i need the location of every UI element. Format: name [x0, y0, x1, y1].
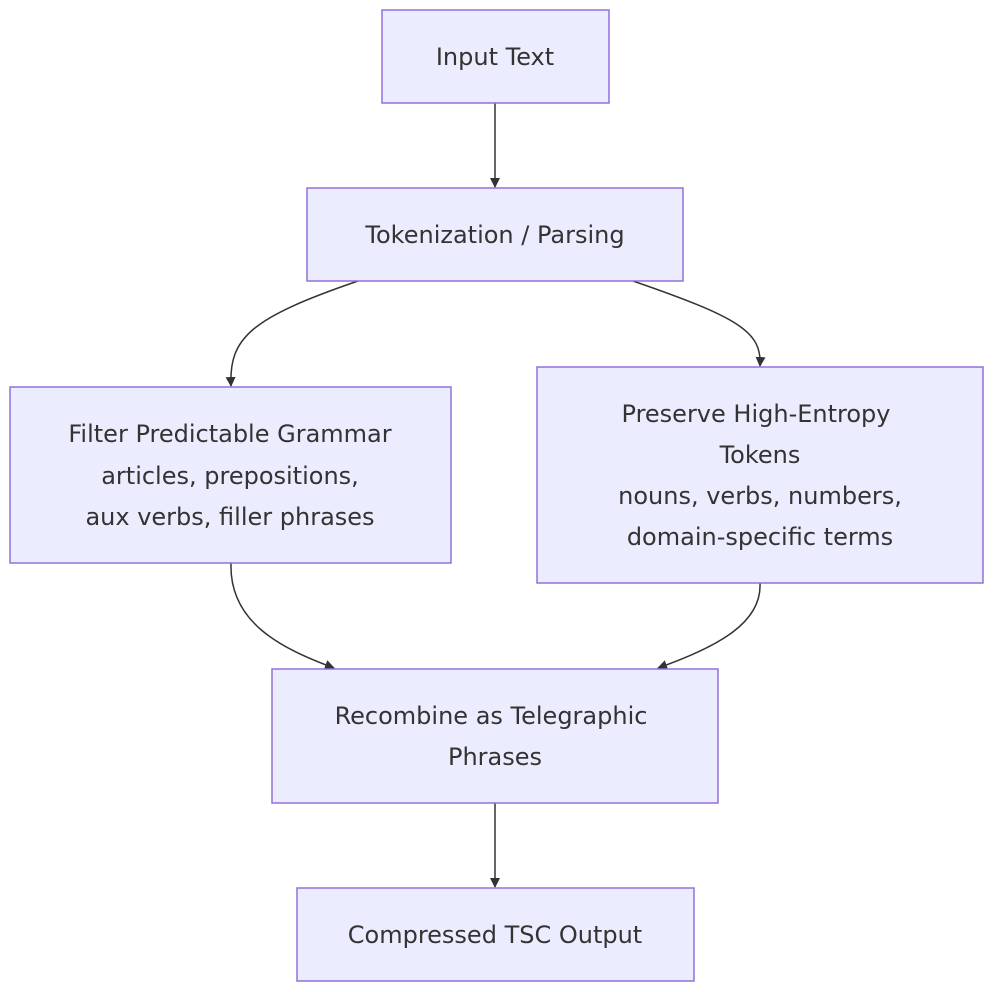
- node-preserve-title-line-1: Preserve High-Entropy: [622, 400, 891, 428]
- node-input-text: Input Text: [381, 9, 610, 104]
- node-preserve-high-entropy-tokens: Preserve High-Entropy Tokens nouns, verb…: [536, 366, 984, 584]
- edge-tokenize-to-filter: [225, 280, 359, 387]
- node-compressed-tsc-output-label: Compressed TSC Output: [348, 921, 642, 949]
- node-preserve-detail-line-1: nouns, verbs, numbers,: [618, 482, 902, 510]
- node-filter-detail-line-1: articles, prepositions,: [101, 462, 359, 490]
- edge-preserve-to-recombine: [657, 582, 761, 670]
- node-tokenization-parsing-label: Tokenization / Parsing: [364, 221, 624, 249]
- node-preserve-title-line-2: Tokens: [719, 441, 801, 469]
- node-recombine-label-line-1: Recombine as Telegraphic: [335, 702, 648, 730]
- node-filter-detail-line-2: aux verbs, filler phrases: [85, 503, 374, 531]
- edge-tokenize-to-preserve: [632, 280, 766, 367]
- node-filter-predictable-grammar: Filter Predictable Grammar articles, pre…: [9, 386, 452, 564]
- edge-filter-to-recombine: [230, 562, 335, 670]
- node-recombine-label-line-2: Phrases: [448, 743, 542, 771]
- node-input-text-label: Input Text: [436, 43, 554, 71]
- node-tokenization-parsing: Tokenization / Parsing: [306, 187, 684, 282]
- node-preserve-detail-line-2: domain-specific terms: [627, 523, 893, 551]
- node-filter-title: Filter Predictable Grammar: [68, 420, 391, 448]
- node-recombine-telegraphic-phrases: Recombine as Telegraphic Phrases: [271, 668, 719, 804]
- edges: [225, 103, 766, 888]
- node-compressed-tsc-output: Compressed TSC Output: [296, 887, 695, 982]
